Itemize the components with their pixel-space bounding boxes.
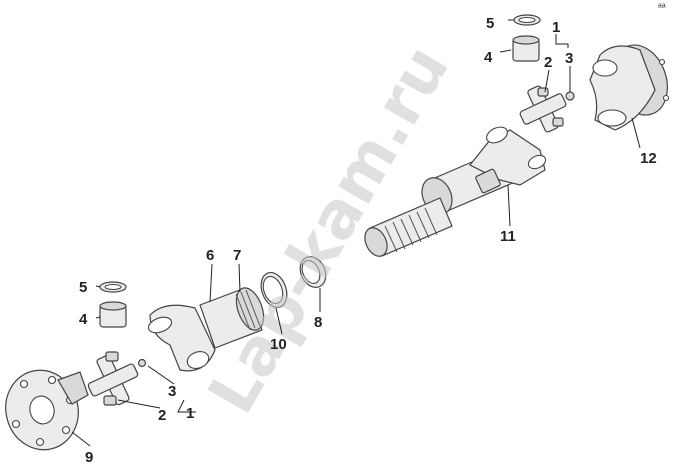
callout-5-bottom: 5 — [79, 279, 87, 296]
top-grease-fitting — [565, 91, 575, 101]
callout-7: 7 — [233, 247, 241, 264]
callout-2-bottom: 2 — [158, 407, 166, 424]
splined-shaft — [364, 197, 453, 257]
callout-1-top: 1 — [552, 19, 560, 36]
bottom-bearing-cap — [99, 301, 127, 328]
callout-2-top: 2 — [544, 54, 552, 71]
callout-6: 6 — [206, 247, 214, 264]
dust-boot-7 — [235, 289, 261, 331]
callout-8: 8 — [314, 314, 322, 331]
bottom-grease-fitting — [137, 358, 147, 368]
callout-3-top: 3 — [565, 50, 573, 67]
top-bearing-cap — [512, 35, 540, 62]
callout-10: 10 — [270, 336, 287, 353]
callout-4-bottom: 4 — [79, 311, 88, 328]
companion-flange-9 — [5, 369, 89, 451]
bottom-universal-cross — [87, 351, 139, 406]
corner-mark: ᵃᵃ — [658, 2, 666, 13]
callout-12: 12 — [640, 150, 657, 167]
sleeve-yoke-6 — [147, 287, 265, 372]
callout-11: 11 — [500, 228, 516, 245]
top-universal-cross — [519, 85, 567, 133]
callout-4-top: 4 — [484, 49, 493, 66]
callout-5-top: 5 — [486, 15, 494, 32]
slip-yoke-tube-11 — [421, 126, 547, 215]
callout-3-bottom: 3 — [168, 383, 176, 400]
snap-ring-10 — [260, 271, 288, 309]
flange-yoke-12 — [589, 44, 670, 131]
callout-9: 9 — [85, 449, 93, 466]
callout-1-bottom: 1 — [186, 405, 194, 422]
seal-ring-8 — [299, 256, 327, 288]
